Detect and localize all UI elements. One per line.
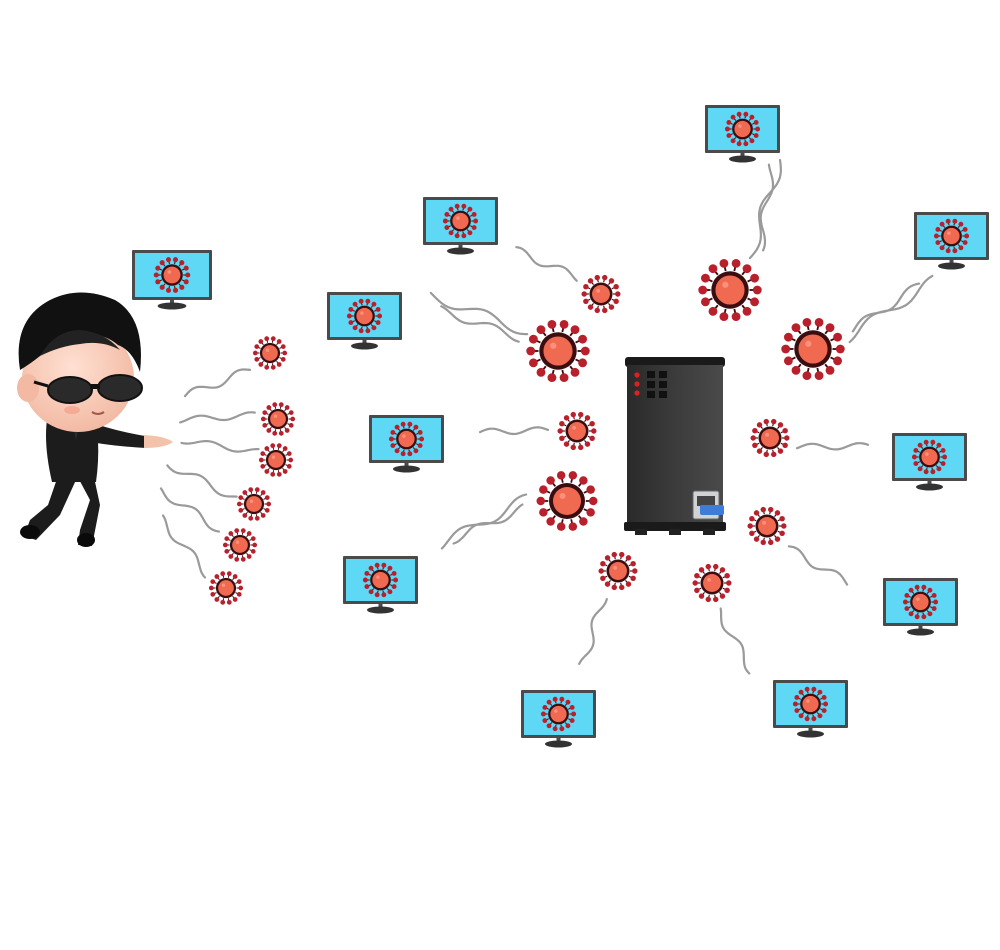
trail-line [429,291,529,336]
trail-line [180,440,260,453]
virus-icon [692,563,732,603]
virus-icon [581,274,621,314]
trail-line [515,246,578,282]
monitor-icon [521,690,596,748]
trail-line [440,305,520,343]
trail-line [478,426,550,436]
monitor-icon [327,292,402,350]
monitor-icon [883,578,958,636]
virus-icon [747,506,787,546]
virus-icon [781,317,845,381]
trail-line [748,158,783,260]
virus-icon [598,551,638,591]
server-icon [624,357,726,535]
trail-line [719,607,751,675]
trail-line [787,545,849,586]
monitor-icon [132,250,212,310]
trail-line [578,598,608,665]
screen-virus-icon [933,218,970,254]
virus-icon [222,528,258,562]
trail-line [183,368,252,398]
trail-line [851,282,921,333]
screen-virus-icon [346,298,383,334]
screen-virus-icon [442,203,479,239]
screen-virus-icon [388,421,425,457]
monitor-icon [705,105,780,163]
virus-icon [526,319,590,383]
monitor-icon [343,556,418,614]
virus-icon [258,443,294,477]
screen-virus-icon [540,696,577,732]
infection-trails [159,158,934,675]
server-status-lights [634,372,640,396]
screen-virus-icon [724,111,761,147]
monitor-icon [773,680,848,738]
virus-icon [260,402,296,436]
server-ethernet-port [692,490,724,520]
trail-line [759,163,775,252]
monitor-icon [369,415,444,473]
screen-virus-icon [792,686,829,722]
trail-line [159,487,221,533]
trail-line [440,493,528,550]
trail-line [179,411,256,424]
trail-line [161,514,207,579]
screen-virus-icon [153,257,191,293]
monitor-icon [423,197,498,255]
virus-icon [698,258,762,322]
virus-icon [252,336,288,370]
trail-line [166,464,238,498]
screen-virus-icon [362,562,399,598]
virus-icon [557,411,597,451]
virus-icon [208,571,244,605]
screen-virus-icon [902,584,939,620]
virus-icon [750,418,790,458]
monitor-group [132,105,989,748]
monitor-icon [892,433,967,491]
virus-icon [536,471,598,531]
virus-icon [236,487,272,521]
hacker-character [17,292,173,547]
monitor-icon [914,212,989,270]
trail-line [795,442,870,451]
virus-group [208,258,845,605]
trail-line [848,274,934,344]
server-vent-grid [647,371,667,398]
trail-line [452,503,524,545]
screen-virus-icon [911,439,948,475]
